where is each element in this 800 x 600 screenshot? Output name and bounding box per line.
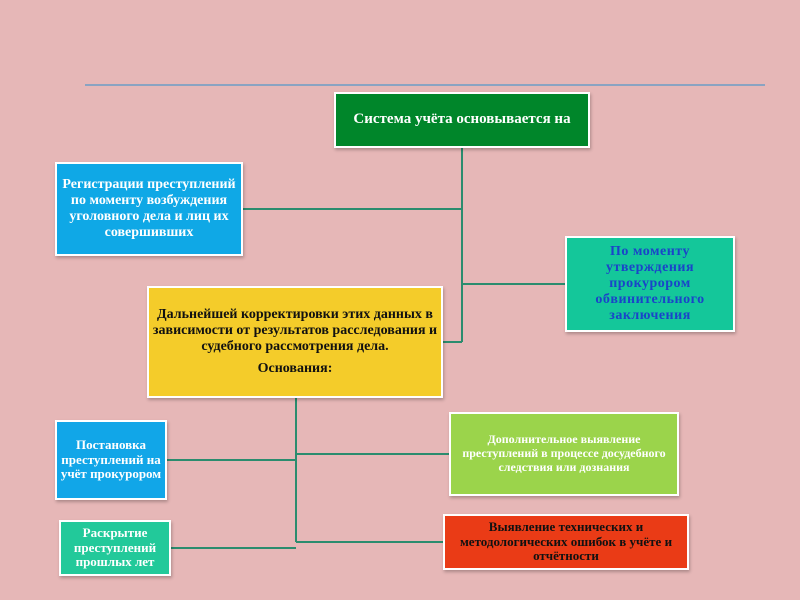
- top-divider: [85, 84, 765, 86]
- errors-detection-node: Выявление технических и методологических…: [443, 514, 689, 570]
- registration-node: Регистрации преступлений по моменту возб…: [55, 162, 243, 256]
- prosecutor-registration-label: Постановка преступлений на учёт прокурор…: [60, 436, 162, 482]
- past-years-label: Раскрытие преступлений прошлых лет: [73, 524, 157, 570]
- additional-detection-label: Дополнительное выявление преступлений в …: [462, 432, 666, 474]
- grounds-label: Основания:: [257, 361, 333, 377]
- root-node-label: Система учёта основывается на: [353, 111, 571, 128]
- approval-node: По моменту утверждения прокурором обвини…: [565, 236, 735, 332]
- registration-node-label: Регистрации преступлений по моменту возб…: [62, 176, 236, 241]
- errors-detection-label: Выявление технических и методологических…: [459, 518, 673, 564]
- root-node: Система учёта основывается на: [334, 92, 590, 148]
- approval-node-label: По моменту утверждения прокурором обвини…: [595, 243, 705, 324]
- past-years-node: Раскрытие преступлений прошлых лет: [59, 520, 171, 576]
- correction-node-label: Дальнейшей корректировки этих данных в з…: [152, 306, 438, 354]
- prosecutor-registration-node: Постановка преступлений на учёт прокурор…: [55, 420, 167, 500]
- additional-detection-node: Дополнительное выявление преступлений в …: [449, 412, 679, 496]
- correction-node: Дальнейшей корректировки этих данных в з…: [147, 286, 443, 398]
